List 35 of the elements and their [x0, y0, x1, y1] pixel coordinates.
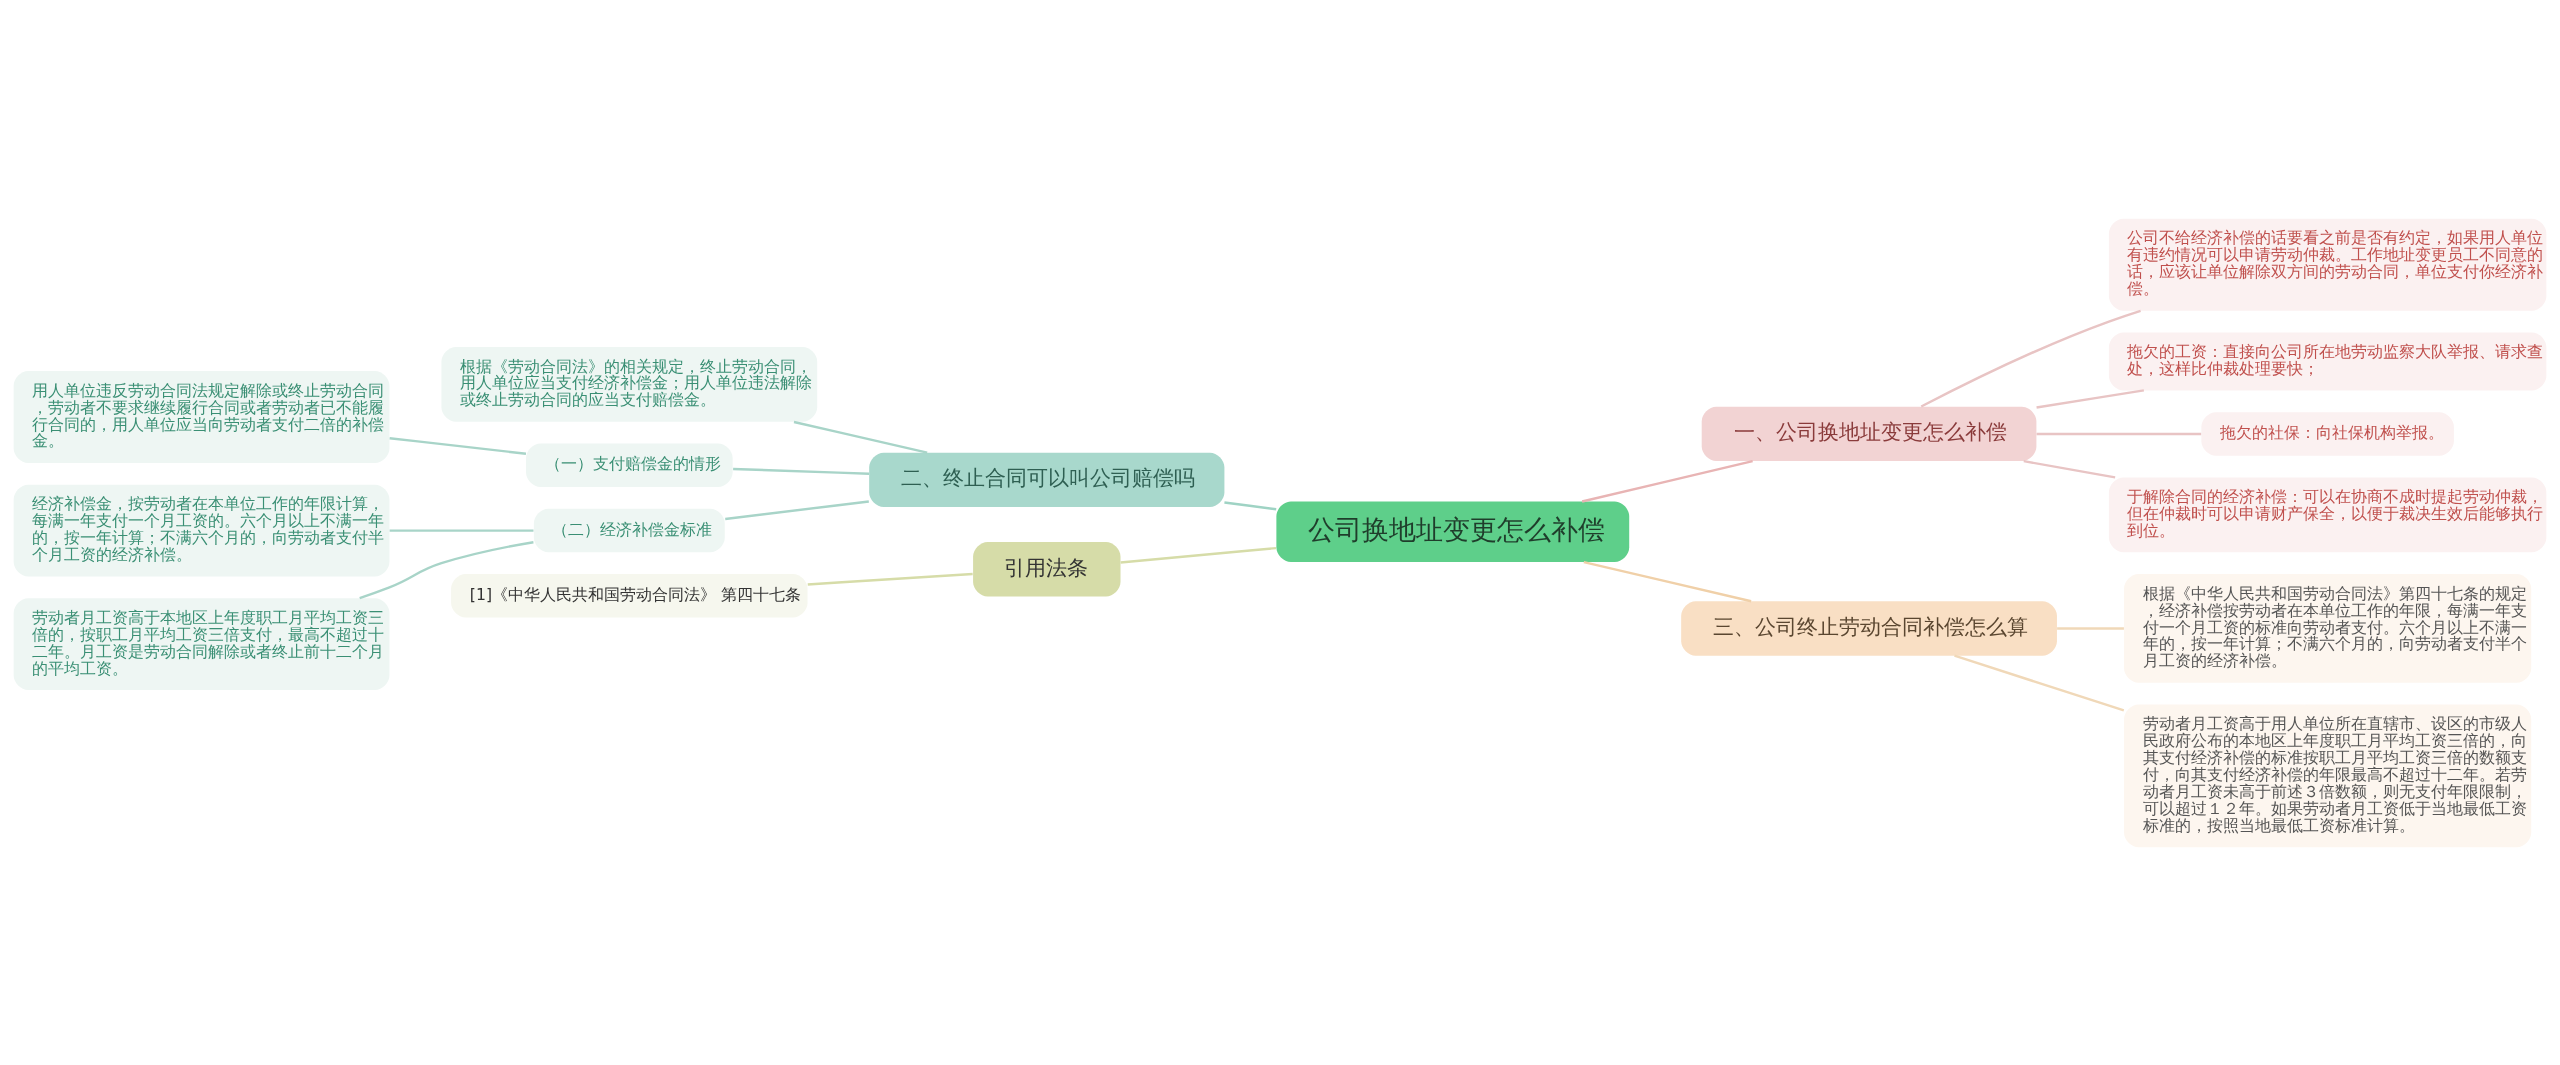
node-box: 公司换地址变更怎么补偿: [1276, 501, 1630, 562]
node-box: 根据《中华人民共和国劳动合同法》第四十七条的规定，经济补偿按劳动者在本单位工作的年限，每满一年支付一个月工资的标准向劳动者支付。六个月以上不满一年的，按一年计算；不满六个月的，向劳动者支付半个月工资的经济补偿。: [2124, 573, 2532, 683]
connector: [2057, 626, 2124, 630]
node-box: 二、终止合同可以叫公司赔偿吗: [869, 452, 1225, 507]
connector: [2036, 388, 2145, 409]
connector: [733, 467, 870, 475]
connector: [1224, 500, 1277, 510]
node-box: 劳动者月工资高于本地区上年度职工月平均工资三倍的，按职工月平均工资三倍支付，最高不超过十二年。月工资是劳动合同解除或者终止前十二个月的平均工资。: [13, 597, 390, 690]
node-box: 用人单位违反劳动合同法规定解除或终止劳动合同，劳动者不要求继续履行合同或者劳动者已不能履行合同的，用人单位应当向劳动者支付二倍的补偿金。: [13, 370, 390, 463]
connector: [793, 420, 928, 454]
node-box: 劳动者月工资高于用人单位所在直辖市、设区的市级人民政府公布的本地区上年度职工月平均工资三倍的，向其支付经济补偿的标准按职工月平均工资三倍的数额支付，向其支付经济补偿的年限最高不超过十二年。若劳动者月工资未高于前述３倍数额，则无支付年限限制，可以超过１２年。如果劳动者月工资低于当地最低工资标准的，按照当地最低工资标准计算。: [2124, 704, 2532, 847]
node-box: 拖欠的社保：向社保机构举报。: [2201, 411, 2454, 456]
node-box: （二）经济补偿金标准: [533, 508, 725, 552]
connector: [1954, 654, 2125, 712]
node-box: 于解除合同的经济补偿：可以在协商不成时提起劳动仲裁，但在仲裁时可以申请财产保全，以便于裁决生效后能够执行到位。: [2108, 476, 2547, 552]
connector: [1120, 546, 1277, 564]
node-box: 引用法条: [973, 541, 1121, 596]
connector: [2036, 432, 2202, 435]
connector: [725, 499, 869, 520]
connector: [2023, 459, 2116, 479]
connector: [1583, 560, 1752, 602]
connector: [807, 572, 973, 586]
node-box: 公司不给经济补偿的话要看之前是否有约定，如果用人单位有违约情况可以申请劳动仲裁。工作地址变更员工不同意的话，应该让单位解除双方间的劳动合同，单位支付你经济补偿。: [2108, 218, 2547, 311]
connector: [389, 528, 534, 532]
node-box: 拖欠的工资：直接向公司所在地劳动监察大队举报、请求查处，这样比仲裁处理要快；: [2108, 331, 2547, 390]
node-box: [1]《中华人民共和国劳动合同法》 第四十七条: [451, 573, 808, 618]
node-box: （一）支付赔偿金的情形: [526, 443, 733, 487]
connector: [389, 436, 527, 455]
node-box: 经济补偿金，按劳动者在本单位工作的年限计算，每满一年支付一个月工资的。六个月以上不满一年的，按一年计算；不满六个月的，向劳动者支付半个月工资的经济补偿。: [13, 484, 390, 576]
node-box: 根据《劳动合同法》的相关规定，终止劳动合同，用人单位应当支付经济补偿金；用人单位违法解除或终止劳动合同的应当支付赔偿金。: [441, 346, 818, 422]
connector: [359, 540, 534, 599]
connector: [1581, 459, 1753, 503]
node-box: 三、公司终止劳动合同补偿怎么算: [1681, 600, 2057, 656]
connector: [1920, 309, 2141, 408]
node-box: 一、公司换地址变更怎么补偿: [1701, 406, 2037, 461]
